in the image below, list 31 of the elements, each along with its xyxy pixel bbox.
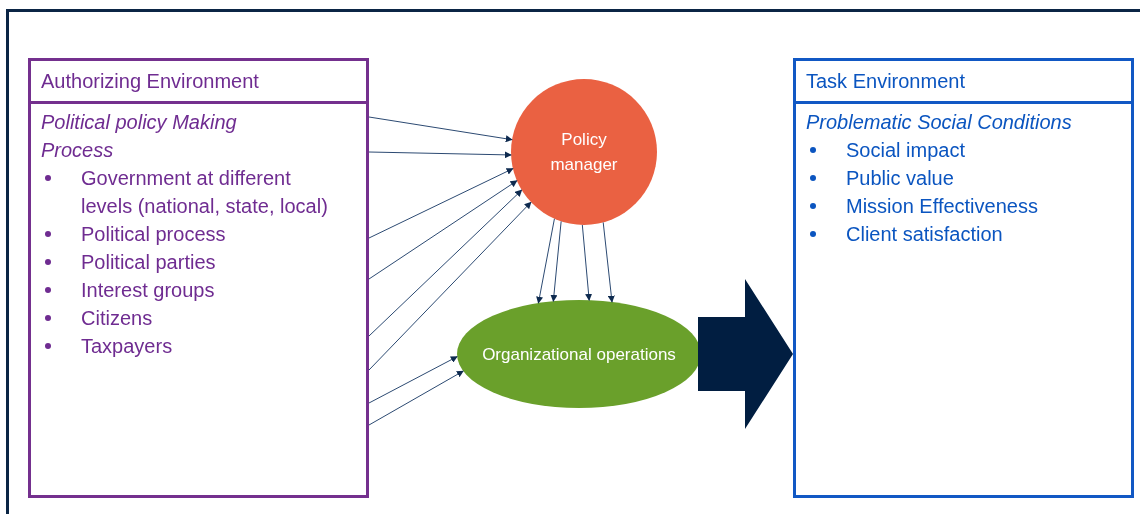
box-heading: Task Environment [806, 70, 965, 92]
box-heading: Authorizing Environment [41, 70, 259, 92]
arrow [368, 356, 458, 404]
arrow [581, 224, 593, 301]
box-subtitle: Problematic Social Conditions [806, 110, 1073, 135]
arrow [368, 189, 523, 337]
bullet-item: Government at different levels (national, state, local) [81, 166, 329, 219]
box-subtitle: Political policy Making Process [41, 110, 238, 163]
bullet-item: Political parties [81, 250, 216, 275]
arrow [368, 180, 518, 280]
arrow [536, 218, 555, 304]
arrow [602, 221, 615, 303]
bullet-item: Taxpayers [81, 334, 173, 359]
arrow [368, 168, 514, 239]
node-label: Policy manager [549, 129, 619, 176]
block-arrow [698, 279, 793, 429]
arrow [550, 220, 562, 302]
bullet-item: Interest groups [81, 278, 215, 303]
bullet-item: Public value [846, 166, 954, 191]
arrow [368, 151, 512, 159]
bullet-item: Social impact [846, 138, 965, 163]
arrow [368, 201, 532, 371]
arrow [368, 370, 464, 426]
bullet-item: Client satisfaction [846, 222, 1003, 247]
bullet-item: Mission Effectiveness [846, 194, 1038, 219]
environment-box [28, 58, 369, 498]
bullet-item: Political process [81, 222, 226, 247]
arrow [368, 116, 513, 143]
environment-box [793, 58, 1134, 498]
node-label: Organizational operations [481, 343, 677, 366]
bullet-item: Citizens [81, 306, 153, 331]
